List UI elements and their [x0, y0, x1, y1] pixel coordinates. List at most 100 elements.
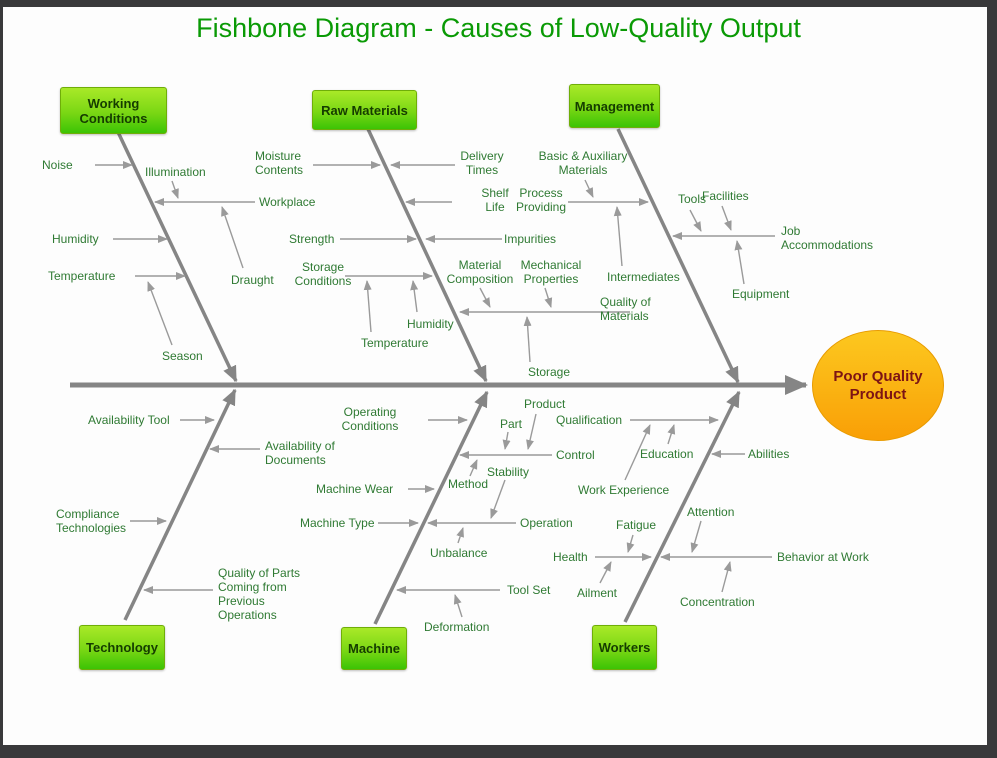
category-workers: Workers — [592, 625, 657, 670]
cause-machine-wear: Machine Wear — [316, 482, 394, 496]
cause-availability-of-documents: Availability of Documents — [265, 439, 335, 467]
bone-machine — [373, 390, 489, 625]
cause-quality-of-parts: Quality of Parts Coming from Previous Op… — [218, 566, 301, 622]
arrow-tools — [689, 209, 702, 232]
cause-draught: Draught — [231, 273, 274, 287]
ribs-management — [568, 179, 775, 285]
cause-fatigue: Fatigue — [616, 518, 657, 532]
arrow-storage — [523, 316, 532, 363]
arrow-stability — [490, 479, 506, 519]
cause-shelf-life: Shelf Life — [481, 186, 509, 214]
cause-control: Control — [556, 448, 595, 462]
arrow-mechanical-properties — [544, 287, 553, 308]
cause-temperature-wc: Temperature — [48, 269, 116, 283]
cause-basic-auxiliary-materials: Basic & Auxiliary Materials — [538, 149, 628, 177]
arrow-part — [502, 431, 511, 450]
arrow-method — [469, 459, 478, 477]
frame-right-edge — [987, 0, 997, 758]
bone-working-conditions — [116, 131, 238, 383]
arrow-basic-auxiliary-materials — [584, 179, 594, 198]
arrow-deformation — [453, 594, 463, 618]
cause-delivery-times: Delivery Times — [460, 149, 504, 177]
arrow-intermediates — [613, 206, 623, 267]
cause-material-composition: Material Composition — [446, 258, 514, 286]
cause-deformation: Deformation — [424, 620, 490, 634]
arrow-ailment — [599, 561, 612, 584]
cause-humidity-rm: Humidity — [407, 317, 454, 331]
frame-top-edge — [0, 0, 997, 7]
cause-process-providing: Process Providing — [515, 186, 567, 214]
cause-equipment: Equipment — [732, 287, 790, 301]
cause-facilities: Facilities — [702, 189, 749, 203]
cause-machine-type: Machine Type — [300, 516, 375, 530]
cause-method: Method — [448, 477, 489, 491]
cause-stability: Stability — [487, 465, 530, 479]
cause-part: Part — [500, 417, 523, 431]
frame-left-edge — [0, 0, 3, 758]
cause-job-accommodations: Job Accommodations — [781, 224, 874, 252]
cause-product: Product — [524, 397, 566, 411]
cause-behavior-at-work: Behavior at Work — [777, 550, 869, 564]
bone-management — [616, 128, 740, 384]
arrow-material-composition — [479, 287, 491, 308]
cause-storage: Storage — [528, 365, 571, 379]
arrow-fatigue — [626, 534, 635, 553]
effect-ellipse: Poor Quality Product — [812, 330, 944, 441]
cause-strength: Strength — [289, 232, 335, 246]
cause-compliance-technologies: Compliance Technologies — [56, 507, 127, 535]
arrow-facilities — [721, 205, 732, 231]
cause-concentration: Concentration — [680, 595, 755, 609]
cause-mechanical-properties: Mechanical Properties — [520, 258, 582, 286]
cause-impurities: Impurities — [504, 232, 557, 246]
cause-tools: Tools — [678, 192, 707, 206]
bone-workers — [623, 390, 741, 623]
cause-operating-conditions: Operating Conditions — [341, 405, 399, 433]
ribs-machine — [378, 413, 552, 618]
cause-availability-tool: Availability Tool — [88, 413, 170, 427]
cause-storage-conditions: Storage Conditions — [294, 260, 352, 288]
bone-technology — [123, 388, 237, 621]
cause-ailment: Ailment — [577, 586, 618, 600]
ribs-raw-materials — [313, 161, 630, 363]
cause-intermediates: Intermediates — [607, 270, 680, 284]
arrow-work-experience — [624, 424, 651, 481]
frame-bottom-edge — [0, 745, 997, 758]
category-technology: Technology — [79, 625, 165, 670]
page-title: Fishbone Diagram - Causes of Low-Quality… — [196, 13, 801, 43]
arrow-equipment — [734, 240, 745, 285]
cause-operation: Operation — [520, 516, 573, 530]
cause-attention: Attention — [687, 505, 735, 519]
cause-workplace: Workplace — [259, 195, 316, 209]
cause-health: Health — [553, 550, 588, 564]
effect-label: Poor Quality Product — [833, 367, 923, 403]
category-raw-materials: Raw Materials — [312, 90, 417, 130]
arrow-unbalance — [456, 527, 464, 544]
category-working-conditions: Working Conditions — [60, 87, 167, 134]
ribs-working-conditions — [95, 161, 255, 346]
cause-abilities: Abilities — [748, 447, 790, 461]
cause-noise: Noise — [42, 158, 73, 172]
cause-illumination: Illumination — [145, 165, 206, 179]
cause-season: Season — [162, 349, 203, 363]
cause-tool-set: Tool Set — [507, 583, 551, 597]
category-management: Management — [569, 84, 660, 128]
category-machine: Machine — [341, 627, 407, 670]
cause-qualification: Qualification — [556, 413, 623, 427]
cause-education: Education — [640, 447, 694, 461]
cause-temperature-rm: Temperature — [361, 336, 429, 350]
arrow-attention — [690, 520, 702, 553]
ribs-technology — [130, 416, 260, 594]
arrow-illumination — [171, 180, 179, 199]
ribs-workers — [595, 416, 772, 593]
arrow-product — [526, 413, 537, 450]
cause-unbalance: Unbalance — [430, 546, 488, 560]
arrow-education — [667, 424, 676, 445]
cause-moisture-contents: Moisture Contents — [255, 149, 304, 177]
arrow-draught — [221, 206, 244, 269]
cause-quality-of-materials: Quality of Materials — [600, 295, 651, 323]
arrow-concentration — [721, 561, 732, 593]
bone-raw-materials — [366, 128, 488, 383]
cause-humidity-wc: Humidity — [52, 232, 99, 246]
